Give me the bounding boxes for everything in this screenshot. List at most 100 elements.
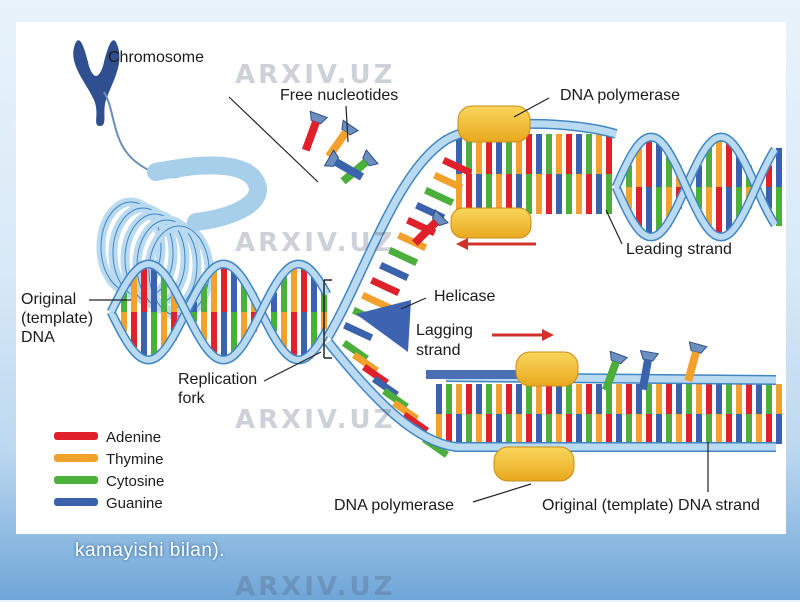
base-pair	[496, 414, 502, 444]
base-pair	[696, 414, 702, 444]
base-pair	[201, 312, 207, 341]
nucleotide-base	[411, 219, 439, 247]
nucleotide-phosphate	[309, 110, 329, 125]
base-pair	[726, 138, 732, 187]
fork-base	[361, 292, 392, 312]
nucleotide-base	[301, 120, 320, 152]
base-pair	[456, 134, 462, 174]
base-pair	[666, 414, 672, 444]
base-pair	[646, 384, 652, 414]
base-pair	[776, 147, 782, 187]
label-free-nucleotides: Free nucleotides	[280, 87, 398, 104]
base-pair	[436, 414, 442, 444]
base-pair	[446, 414, 452, 444]
nucleotide-icon	[411, 209, 449, 247]
base-pair	[536, 174, 542, 214]
base-pair	[746, 384, 752, 414]
base-pair	[686, 384, 692, 414]
backbone-strand	[324, 120, 618, 339]
base-pair	[736, 187, 742, 227]
free-nucleotides-icons	[301, 110, 708, 392]
fork-base	[424, 187, 455, 207]
base-pair	[766, 165, 772, 187]
fork-base	[442, 156, 473, 177]
label-lagging-line1: Lagging	[416, 322, 473, 339]
base-pair	[666, 147, 672, 187]
label-original-strand: Original (template) DNA strand	[542, 497, 760, 514]
base-pair	[766, 187, 772, 209]
base-pair	[221, 264, 227, 312]
base-pair	[596, 384, 602, 414]
base-pair	[241, 276, 247, 312]
dna-polymerase-bottom-icon	[493, 351, 579, 482]
base-pair	[676, 384, 682, 414]
base-pair	[486, 384, 492, 414]
base-pair	[706, 187, 712, 227]
base-pair	[726, 187, 732, 236]
base-pair	[626, 187, 632, 209]
base-pair	[211, 312, 217, 354]
base-pair	[191, 302, 197, 312]
base-pair	[556, 134, 562, 174]
nucleotide-phosphate	[609, 350, 629, 365]
base-pair	[716, 138, 722, 187]
helicase-icon	[356, 300, 411, 352]
base-pair	[271, 292, 277, 312]
base-pair	[546, 174, 552, 214]
base-pair	[606, 414, 612, 444]
base-pair	[556, 174, 562, 214]
watermark: ARXIV.UZ	[235, 572, 396, 602]
base-pair	[626, 384, 632, 414]
nucleotide-icon	[601, 350, 629, 392]
legend-label: Guanine	[106, 495, 163, 512]
base-pair	[716, 384, 722, 414]
base-pair	[301, 312, 307, 360]
base-pair	[606, 134, 612, 174]
label-dna-polymerase-bottom: DNA polymerase	[334, 497, 454, 514]
base-pair	[716, 187, 722, 236]
base-pair	[526, 174, 532, 214]
diagram-panel: Chromosome Free nucleotides DNA polymera…	[16, 22, 786, 534]
dna-replication-diagram: Chromosome Free nucleotides DNA polymera…	[21, 40, 782, 514]
replication-fork-bracket	[323, 279, 332, 359]
dna-polymerase-top-icon	[450, 105, 532, 239]
base-pair	[746, 414, 752, 444]
base-pair	[456, 384, 462, 414]
base-pair	[496, 134, 502, 174]
base-pair	[506, 414, 512, 444]
base-pair	[456, 414, 462, 444]
nucleotide-phosphate	[323, 149, 340, 167]
base-pair	[596, 174, 602, 214]
label-original-line2: (template)	[21, 310, 93, 327]
base-pair	[626, 414, 632, 444]
base-pair	[676, 414, 682, 444]
nucleotide-icon	[684, 341, 708, 383]
base-pair	[586, 414, 592, 444]
fork-base	[343, 322, 374, 342]
base-pair	[516, 174, 522, 214]
base-pair	[636, 384, 642, 414]
backbone-strand	[613, 133, 778, 240]
nucleotide-base	[638, 359, 652, 391]
nucleotide-phosphate	[639, 349, 660, 362]
base-pair	[476, 174, 482, 214]
legend-label: Thymine	[106, 451, 164, 468]
legend-swatch	[54, 476, 98, 484]
base-pair	[151, 312, 157, 360]
base-pair	[666, 384, 672, 414]
fork-base	[370, 277, 401, 297]
nucleotide-phosphate	[431, 209, 449, 227]
base-pair	[486, 134, 492, 174]
base-pair	[636, 414, 642, 444]
base-pair	[476, 414, 482, 444]
base-pair	[476, 134, 482, 174]
base-pair	[161, 312, 167, 354]
base-pair	[506, 384, 512, 414]
base-pair	[696, 165, 702, 187]
base-pair	[586, 174, 592, 214]
base-pair	[726, 384, 732, 414]
legend-label: Adenine	[106, 429, 161, 446]
base-pair	[546, 414, 552, 444]
base-pair	[656, 384, 662, 414]
